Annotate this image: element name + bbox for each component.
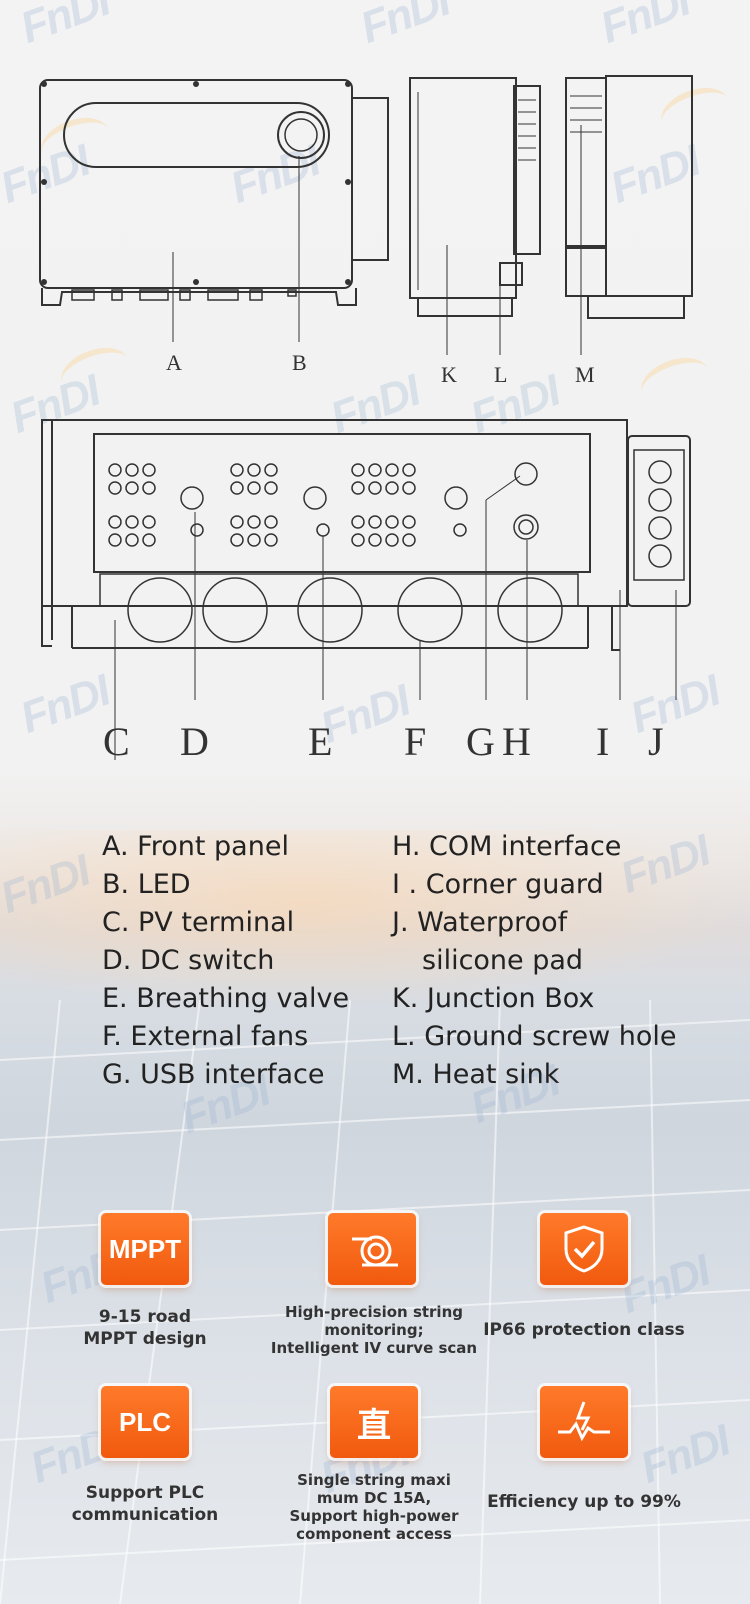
side-view-right [565, 75, 693, 355]
callout-label-k: K [441, 362, 457, 387]
callout-label-c: C [103, 719, 130, 764]
callout-label-d: D [180, 719, 209, 764]
legend-item: C. PV terminal [102, 907, 295, 938]
callout-label-h: H [502, 719, 531, 764]
legend-item: K. Junction Box [392, 983, 595, 1014]
dc-icon-text: 直 [357, 1405, 391, 1446]
dc-character-icon: 直 [330, 1386, 418, 1458]
bottom-view [41, 419, 691, 760]
callout-label-g: G [466, 719, 495, 764]
legend-item: D. DC switch [102, 945, 275, 976]
coil-icon [352, 1235, 398, 1267]
legend-item: H. COM interface [392, 831, 622, 862]
lightning-pulse-icon [558, 1401, 610, 1442]
side-view-left [409, 77, 541, 355]
legend-right-column: H. COM interface I . Corner guard J. Wat… [392, 828, 677, 1094]
inverter-drawing [39, 75, 693, 760]
feature-plc-text: Support PLC communication [71, 1483, 219, 1525]
shield-icon [564, 1225, 604, 1273]
feature-monitoring-text: High-precision string monitoring; Intell… [270, 1303, 478, 1357]
feature-efficiency-text: Efficiency up to 99% [487, 1492, 681, 1512]
mppt-icon-text: MPPT [108, 1233, 182, 1264]
legend-left-column: A. Front panel B. LED C. PV terminal D. … [102, 828, 349, 1094]
callout-label-b: B [292, 350, 307, 375]
feature-ip66-text: IP66 protection class [483, 1320, 685, 1340]
legend-item: E. Breathing valve [102, 983, 350, 1014]
legend-item: L. Ground screw hole [392, 1021, 677, 1052]
callout-label-m: M [575, 362, 595, 387]
string-monitor-icon [328, 1213, 416, 1285]
callout-label-f: F [404, 719, 427, 764]
callout-label-l: L [494, 362, 508, 387]
mppt-text-icon: MPPT [101, 1213, 189, 1285]
plc-icon-text: PLC [119, 1406, 171, 1437]
legend-item: I . Corner guard [392, 869, 604, 900]
callout-label-j: J [648, 719, 664, 764]
feature-mppt-text: 9-15 road MPPT design [83, 1307, 207, 1349]
legend-item: F. External fans [102, 1021, 309, 1052]
callout-label-e: E [308, 719, 333, 764]
efficiency-icon [540, 1386, 628, 1458]
callout-label-a: A [166, 350, 182, 375]
feature-dc-text: Single string maxi mum DC 15A, Support h… [289, 1471, 459, 1543]
legend-item: J. Waterproof [392, 907, 568, 938]
front-view [39, 79, 389, 342]
shield-check-icon [540, 1213, 628, 1285]
legend-item: A. Front panel [102, 831, 289, 862]
plc-text-icon: PLC [101, 1386, 189, 1458]
callout-label-i: I [596, 719, 610, 764]
legend-item: M. Heat sink [392, 1059, 560, 1090]
background-sky [0, 830, 750, 1010]
legend-item: G. USB interface [102, 1059, 325, 1090]
legend-item: B. LED [102, 869, 191, 900]
legend-item: silicone pad [422, 945, 584, 976]
